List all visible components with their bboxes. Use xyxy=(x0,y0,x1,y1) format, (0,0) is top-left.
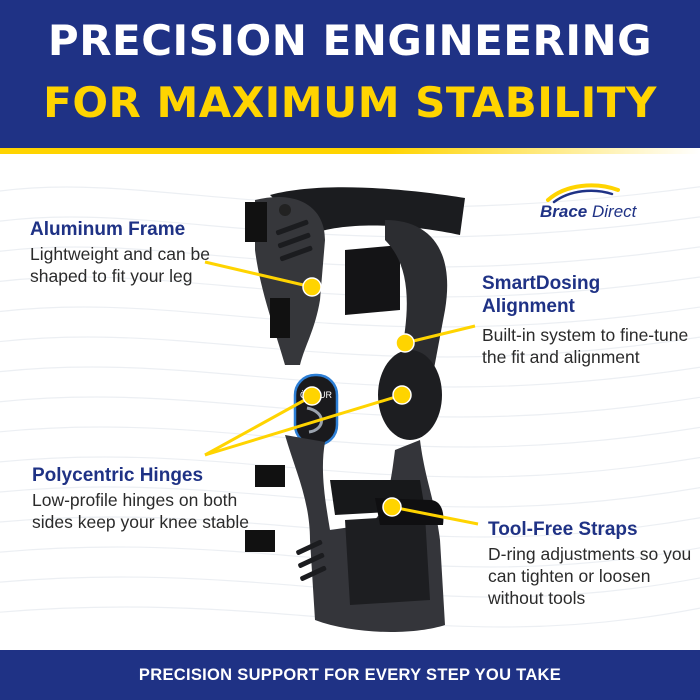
feature-description: Lightweight and can be shaped to fit you… xyxy=(30,244,210,286)
feature-aluminum-frame: Aluminum Frame Lightweight and can be sh… xyxy=(30,218,245,287)
accent-stripe xyxy=(0,148,700,154)
header-banner: PRECISION ENGINEERING FOR MAXIMUM STABIL… xyxy=(0,0,700,148)
brand-word-brace: Brace xyxy=(540,202,588,221)
headline-line-1: PRECISION ENGINEERING xyxy=(47,16,653,65)
brand-wordmark: Brace Direct xyxy=(540,202,636,222)
feature-title: Aluminum Frame xyxy=(30,219,186,240)
feature-title: SmartDosing Alignment xyxy=(482,273,601,317)
feature-tool-free-straps: Tool-Free Straps D-ring adjustments so y… xyxy=(488,518,693,609)
knee-brace-image: ÖSSUR xyxy=(245,187,465,632)
footer-tagline: PRECISION SUPPORT FOR EVERY STEP YOU TAK… xyxy=(138,666,562,684)
feature-smartdosing-alignment: SmartDosing Alignment Built-in system to… xyxy=(482,272,692,368)
feature-description: D-ring adjustments so you can tighten or… xyxy=(488,544,692,608)
headline-line-2: FOR MAXIMUM STABILITY xyxy=(43,78,657,127)
footer-banner: PRECISION SUPPORT FOR EVERY STEP YOU TAK… xyxy=(0,650,700,700)
feature-description: Built-in system to fine-tune the fit and… xyxy=(482,325,689,367)
feature-title: Polycentric Hinges xyxy=(32,465,204,486)
swoosh-logo-icon xyxy=(546,183,620,204)
feature-polycentric-hinges: Polycentric Hinges Low-profile hinges on… xyxy=(32,464,262,533)
hinge-brand-label: ÖSSUR xyxy=(300,390,333,400)
brand-word-direct: Direct xyxy=(592,202,637,221)
feature-description: Low-profile hinges on both sides keep yo… xyxy=(32,490,249,532)
feature-title: Tool-Free Straps xyxy=(488,519,638,540)
brand-logo: Brace Direct xyxy=(536,180,666,226)
